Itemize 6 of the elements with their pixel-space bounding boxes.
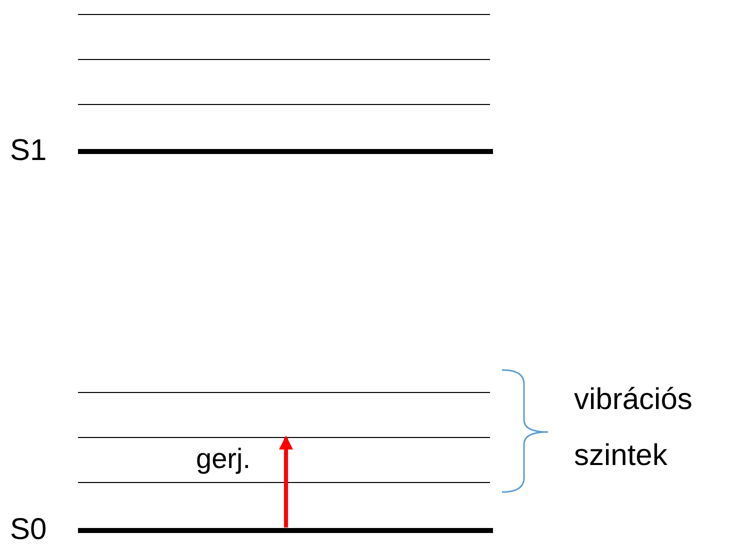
level-label: S1 <box>10 134 47 168</box>
arrow <box>279 436 293 528</box>
energy-level-line <box>78 436 490 438</box>
energy-level-line <box>78 58 490 60</box>
level-label: S0 <box>10 513 47 547</box>
bracket-label: vibrációs szintek <box>574 382 694 474</box>
